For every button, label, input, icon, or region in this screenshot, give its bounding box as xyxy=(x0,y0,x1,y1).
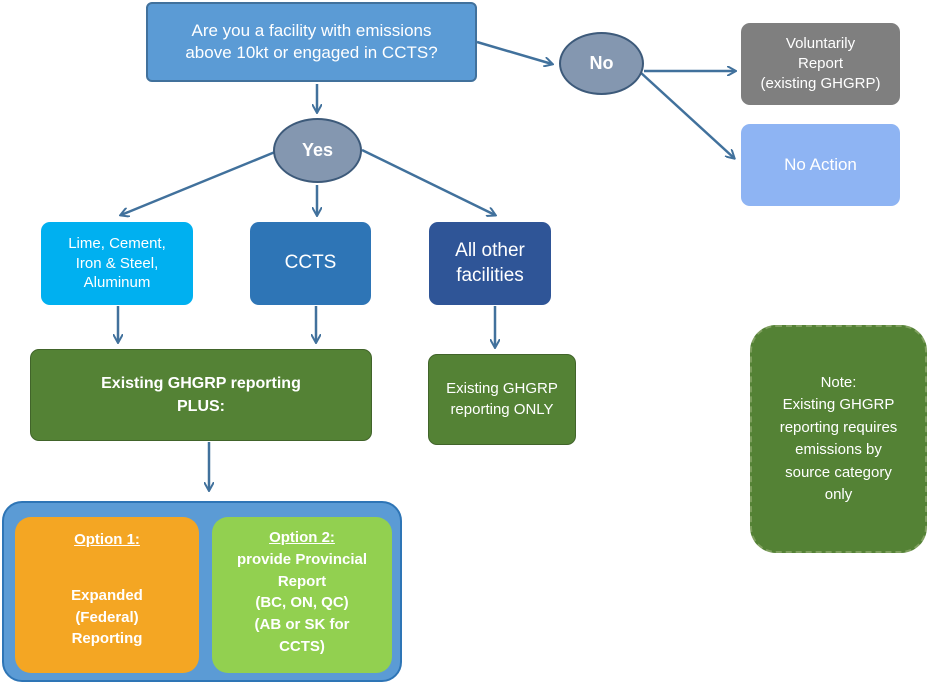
question-line-1: Are you a facility with emissions xyxy=(191,20,432,40)
lime-cement-box: Lime, Cement, Iron & Steel, Aluminum xyxy=(41,222,193,305)
question-line-2: above 10kt or engaged in CCTS? xyxy=(185,43,438,62)
yes-decision-node: Yes xyxy=(273,118,362,183)
all-other-line-1: All other xyxy=(455,239,525,261)
option-1-title: Option 1: xyxy=(74,531,140,548)
arrow-question-to-no xyxy=(476,40,552,64)
ghgrp-plus-line-1: Existing GHGRP reporting xyxy=(101,374,301,392)
lime-line-2: Iron & Steel, xyxy=(75,254,159,272)
note-line-4: emissions by xyxy=(795,441,882,458)
ghgrp-only-line-1: Existing GHGRP xyxy=(446,380,558,398)
note-line-6: only xyxy=(824,486,853,503)
voluntarily-line-2: Report xyxy=(797,54,844,72)
option-1-line-1: Expanded xyxy=(71,586,143,604)
no-action-box: No Action xyxy=(741,124,900,206)
note-line-3: reporting requires xyxy=(779,418,898,436)
arrow-yes-to-lime xyxy=(121,150,276,215)
all-other-facilities-box: All other facilities xyxy=(429,222,551,305)
yes-label: Yes xyxy=(301,139,334,160)
note-line-5: source category xyxy=(785,463,892,481)
option-1-box: Option 1: Expanded (Federal) Reporting xyxy=(15,517,199,673)
ccts-box: CCTS xyxy=(250,222,371,305)
voluntarily-line-1: Voluntarily xyxy=(785,34,856,52)
no-label: No xyxy=(589,52,614,73)
lime-line-1: Lime, Cement, xyxy=(68,235,166,253)
option-2-line-3: (BC, ON, QC) xyxy=(255,594,349,612)
voluntarily-line-3: (existing GHGRP) xyxy=(760,75,881,93)
option-2-box: Option 2: provide Provincial Report (BC,… xyxy=(212,517,392,673)
note-line-1: Note: xyxy=(820,373,857,391)
ghgrp-only-box: Existing GHGRP reporting ONLY xyxy=(428,354,576,445)
eligibility-question-box: Are you a facility with emissions above … xyxy=(146,2,477,82)
voluntarily-report-box: Voluntarily Report (existing GHGRP) xyxy=(741,23,900,105)
option-2-line-2: Report xyxy=(277,572,327,590)
ghgrp-plus-box: Existing GHGRP reporting PLUS: xyxy=(30,349,372,441)
option-2-line-4: (AB or SK for xyxy=(254,616,350,633)
ghgrp-only-line-2: reporting ONLY xyxy=(450,400,554,418)
option-1-line-2: (Federal) xyxy=(75,608,139,626)
no-decision-node: No xyxy=(559,32,644,95)
lime-line-3: Aluminum xyxy=(83,274,151,292)
note-line-2: Existing GHGRP xyxy=(782,396,895,413)
note-box: Note: Existing GHGRP reporting requires … xyxy=(750,325,927,553)
ghgrp-plus-line-2: PLUS: xyxy=(177,398,225,415)
option-1-body: Expanded (Federal) Reporting xyxy=(71,585,143,650)
ccts-label: CCTS xyxy=(284,252,337,274)
arrow-no-to-noaction xyxy=(639,71,734,158)
option-2-title: Option 2: xyxy=(269,529,335,546)
option-2-line-1: provide Provincial xyxy=(236,550,368,568)
arrow-yes-to-allother xyxy=(361,148,495,215)
no-action-label: No Action xyxy=(784,154,857,174)
all-other-line-2: facilities xyxy=(456,264,524,286)
option-1-line-3: Reporting xyxy=(71,630,143,648)
option-2-line-5: CCTS) xyxy=(279,637,325,655)
